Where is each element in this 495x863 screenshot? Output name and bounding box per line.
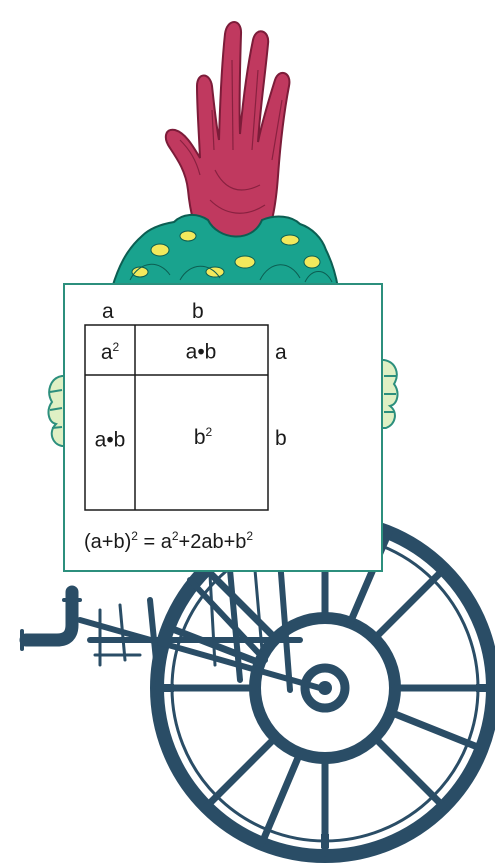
square-diagram (84, 324, 269, 511)
right-holding-hand-icon (379, 359, 399, 429)
raised-hand-icon (164, 21, 291, 253)
ruffled-collar-icon (110, 214, 340, 289)
right-label-a: a (275, 341, 287, 364)
board (63, 283, 383, 572)
square-outline (84, 324, 269, 511)
right-label-b: b (275, 427, 287, 450)
top-label-b: b (192, 300, 204, 323)
top-label-a: a (102, 300, 114, 323)
cell-ab-left: a•b (94, 428, 126, 452)
cell-a-squared: a2 (100, 340, 120, 364)
binomial-formula: (a+b)2 = a2+2ab+b2 (84, 529, 254, 553)
left-holding-hand-icon (47, 375, 67, 447)
cell-ab-top: a•b (185, 340, 217, 364)
cell-b-squared: b2 (193, 425, 213, 449)
